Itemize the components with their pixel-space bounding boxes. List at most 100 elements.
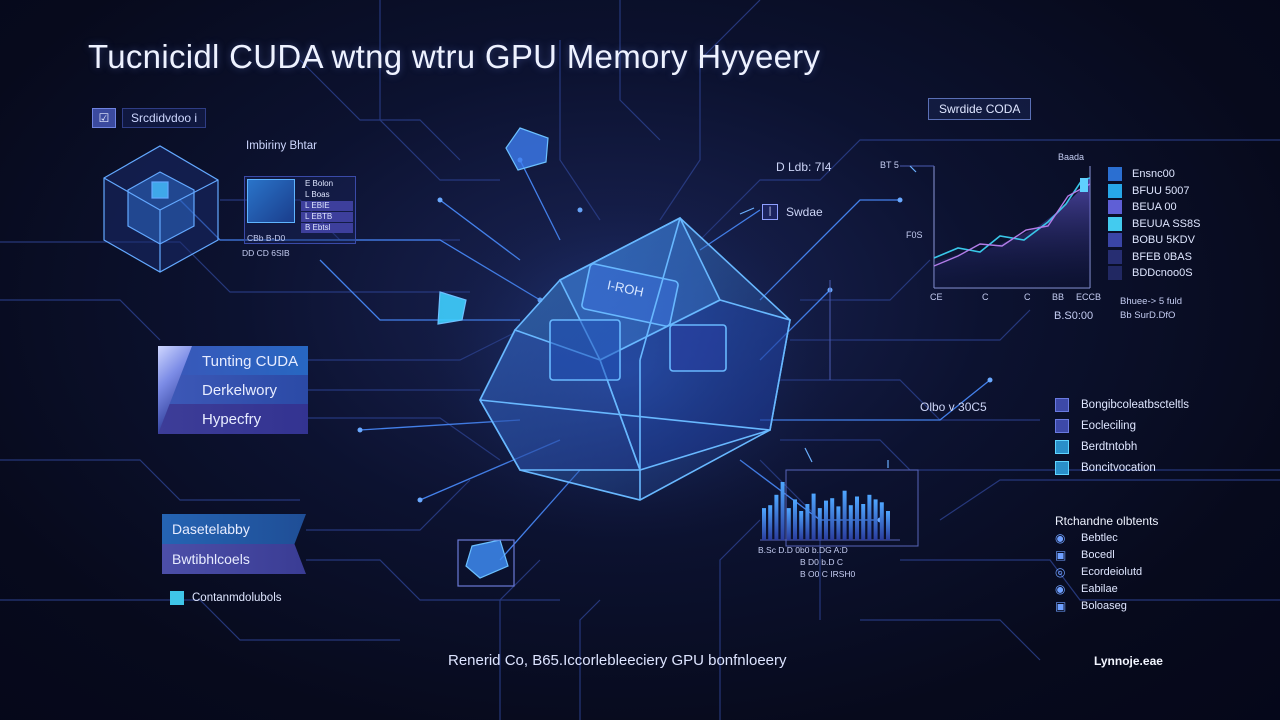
chart-xtick: BB bbox=[1052, 292, 1064, 302]
square-icon bbox=[1055, 419, 1069, 433]
bar bbox=[873, 499, 878, 540]
mini-window-heading: Imbiriny Bhtar bbox=[246, 140, 317, 152]
marker-db: D Ldb: 7I4 bbox=[776, 160, 832, 174]
legend-item[interactable]: BEUA 00 bbox=[1108, 199, 1200, 215]
bar bbox=[842, 490, 847, 540]
stack-button-memory[interactable]: Derkelwory bbox=[158, 375, 308, 405]
small-check[interactable]: Contanmdolubols bbox=[170, 591, 282, 605]
square-icon bbox=[1055, 440, 1069, 454]
square-dot-icon: ▣ bbox=[1055, 599, 1067, 613]
nav-item[interactable]: Boncitvocation bbox=[1055, 461, 1189, 475]
nav-item[interactable]: ▣ Boloaseg bbox=[1055, 599, 1142, 613]
bar bbox=[848, 505, 853, 540]
marker-swdae[interactable]: | Swdae bbox=[762, 204, 823, 220]
nav-item[interactable]: ◉ Eabilae bbox=[1055, 582, 1142, 596]
small-cube-icon bbox=[437, 127, 549, 587]
bar-tick-row: B D0 b.D C bbox=[800, 557, 843, 567]
legend-swatch bbox=[1108, 167, 1122, 181]
legend-swatch bbox=[1108, 266, 1122, 280]
nav-item-label: Boncitvocation bbox=[1081, 462, 1156, 474]
mini-window-row[interactable]: B Ebtsl bbox=[301, 223, 353, 233]
stack-button-models[interactable]: Bwtibhlcoels bbox=[162, 544, 306, 574]
legend-label: BFEB 0BAS bbox=[1132, 250, 1192, 263]
chart-xtick: ECCB bbox=[1076, 292, 1101, 302]
top-left-tag[interactable]: ☑ Srcdidvdoo i bbox=[92, 108, 207, 128]
square-icon bbox=[1055, 398, 1069, 412]
mini-window-row[interactable]: L EBTB bbox=[301, 212, 353, 222]
brand-logo: Lynnoje.eae bbox=[1094, 654, 1163, 668]
legend-swatch bbox=[1108, 233, 1122, 247]
checkbox-icon[interactable]: ☑ bbox=[92, 108, 116, 128]
bar bbox=[774, 494, 779, 540]
legend-item[interactable]: BDDcnoo0S bbox=[1108, 265, 1200, 281]
chart-xtick: C bbox=[982, 292, 989, 302]
bar bbox=[879, 502, 884, 540]
chart-xtick: C bbox=[1024, 292, 1031, 302]
bar bbox=[799, 511, 804, 540]
nav-group-2: ◉Bebtlec ▣Bocedl ◎Ecordeiolutd ◉Eabilae … bbox=[1055, 531, 1142, 613]
chart-tag: BT 5 bbox=[880, 160, 899, 170]
bar bbox=[855, 496, 859, 540]
nav-item[interactable]: Bongibcoleatbscteltls bbox=[1055, 398, 1189, 412]
nav-item-label: Boloaseg bbox=[1081, 600, 1127, 612]
bar bbox=[886, 511, 890, 540]
nav-item[interactable]: ▣Bocedl bbox=[1055, 548, 1142, 562]
nav-group-1: Bongibcoleatbscteltls Eocleciling Berdtn… bbox=[1055, 398, 1189, 475]
chart-footer-left: B.S0:00 bbox=[1054, 310, 1094, 322]
chart-ylabel: F0S bbox=[906, 230, 923, 240]
radio-icon: ◉ bbox=[1055, 582, 1066, 596]
bar bbox=[793, 499, 797, 540]
nav-item[interactable]: ◉Bebtlec bbox=[1055, 531, 1142, 545]
legend-item[interactable]: BEUUA SS8S bbox=[1108, 216, 1200, 232]
legend-swatch bbox=[1108, 183, 1122, 198]
bar bbox=[780, 482, 785, 540]
footer-caption: Renerid Co, B65.Iccorlebleeciery GPU bon… bbox=[448, 652, 787, 669]
small-check-label: Contanmdolubols bbox=[192, 592, 282, 604]
stack-button-dataset[interactable]: Dasetelabby bbox=[162, 514, 306, 544]
bar bbox=[762, 508, 766, 540]
nav-item-label: Eocleciling bbox=[1081, 420, 1136, 432]
top-left-tag-label: Srcdidvdoo i bbox=[122, 108, 207, 128]
legend-swatch bbox=[1108, 216, 1122, 231]
gpu-thumbnail-icon bbox=[247, 179, 295, 223]
legend-label: BEUA 00 bbox=[1132, 201, 1177, 213]
square-icon bbox=[1055, 461, 1069, 475]
nav-item[interactable]: Eocleciling bbox=[1055, 419, 1189, 433]
legend-item[interactable]: BFEB 0BAS bbox=[1108, 249, 1200, 265]
legend-label: BFUU 5007 bbox=[1132, 184, 1190, 197]
mini-window[interactable]: E Bolon L Boas L EBIE L EBTB B Ebtsl CBb… bbox=[244, 176, 356, 244]
legend-label: BDDcnoo0S bbox=[1132, 267, 1193, 279]
target-icon: | bbox=[762, 204, 778, 220]
marker-swdae-label: Swdae bbox=[786, 205, 823, 219]
nav-item-label: Eabilae bbox=[1081, 583, 1118, 595]
bar bbox=[824, 500, 828, 540]
mini-window-row[interactable]: L Boas bbox=[305, 190, 330, 199]
bar bbox=[861, 504, 866, 540]
target-icon: ◎ bbox=[1055, 565, 1066, 579]
bar-tick-row: B O0 C IRSH0 bbox=[800, 569, 856, 579]
nav-item-label: Bocedl bbox=[1081, 549, 1115, 561]
checkbox-icon[interactable] bbox=[170, 591, 184, 605]
mini-window-footer: CBb B-D0 bbox=[247, 233, 286, 243]
chart-legend: Ensnc00 BFUU 5007 BEUA 00 BEUUA SS8S BOB… bbox=[1108, 166, 1200, 281]
top-right-label[interactable]: Swrdide CODA bbox=[928, 98, 1032, 120]
legend-item[interactable]: BFUU 5007 bbox=[1108, 183, 1200, 199]
nav-item[interactable]: Berdtntobh bbox=[1055, 440, 1189, 454]
nav-item-label: Berdtntobh bbox=[1081, 441, 1138, 453]
stack-button-hierarchy[interactable]: Hypecfry bbox=[158, 404, 308, 434]
nav-group-2-title: Rtchandne olbtents bbox=[1055, 514, 1159, 528]
bar bbox=[836, 506, 841, 540]
legend-item[interactable]: Ensnc00 bbox=[1108, 166, 1200, 182]
bar-chart bbox=[760, 469, 919, 547]
mini-window-row[interactable]: L EBIE bbox=[301, 201, 353, 211]
chart-readout: Bb SurD.DfO bbox=[1120, 310, 1176, 321]
gpu-cube-icon bbox=[479, 216, 791, 501]
bar bbox=[867, 494, 872, 540]
mini-window-row[interactable]: E Bolon bbox=[305, 179, 334, 188]
server-cube-icon bbox=[103, 145, 219, 273]
nav-item-label: Ecordeiolutd bbox=[1081, 566, 1143, 578]
nav-item[interactable]: ◎ Ecordeiolutd bbox=[1055, 565, 1142, 579]
mini-window-caption: DD CD 6SIB bbox=[242, 248, 290, 258]
legend-item[interactable]: BOBU 5KDV bbox=[1108, 232, 1200, 248]
